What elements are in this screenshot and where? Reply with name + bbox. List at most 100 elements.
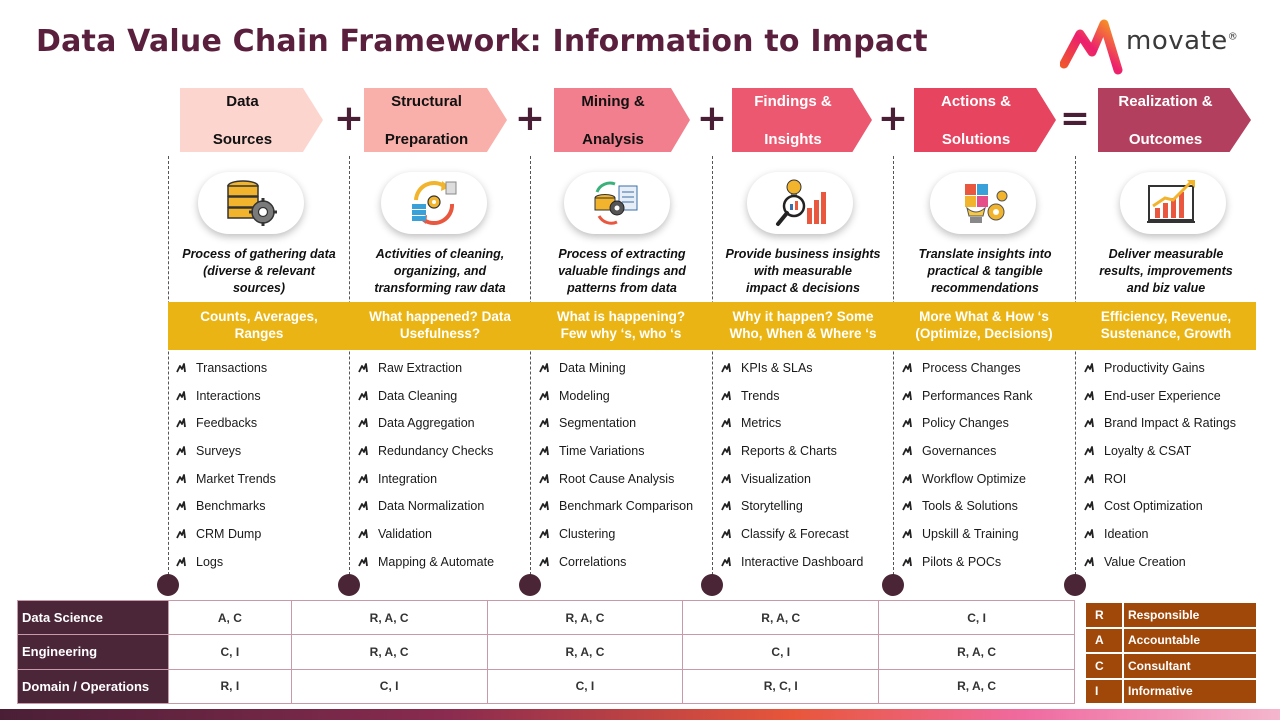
bullet-icon [539,473,549,483]
bullet-icon [539,501,549,511]
list-item-label: Correlations [559,554,627,569]
raci-cell: C, I [290,668,488,705]
list-item: Modeling [539,382,715,410]
raci-cell: R, A, C [290,634,488,670]
timeline-dot [519,574,541,596]
findings-insights-icon-card [747,172,853,234]
legend-code: A [1086,628,1124,652]
bullet-icon [539,418,549,428]
stage-findings-insights-chevron: Findings &Insights [732,88,872,152]
gradient-footer-bar [0,709,1280,720]
list-item-label: End-user Experience [1104,388,1221,403]
list-item: Data Mining [539,354,715,382]
raci-row: Engineering C, I R, A, C R, A, C C, I R,… [17,634,1075,670]
question-band [168,302,1256,350]
data-mining-icon [594,181,638,225]
column-divider [168,156,169,580]
timeline-dot [882,574,904,596]
bullet-icon [176,556,186,567]
list-item-label: Clustering [559,526,616,541]
plus-operator: + [514,98,546,139]
list-item: End-user Experience [1084,382,1260,410]
bullet-icon [1084,529,1094,539]
list-item-label: Market Trends [196,471,276,486]
list-item-label: Ideation [1104,526,1149,541]
insight-chart-icon [776,179,826,226]
raci-cell: R, A, C [486,599,684,636]
raci-cell: R, C, I [682,668,880,705]
list-item: Reports & Charts [721,437,897,465]
list-item: Validation [358,520,534,548]
list-item-label: Storytelling [741,499,803,514]
list-item: Integration [358,465,534,493]
list-item: Cost Optimization [1084,492,1260,520]
bullet-icon [1084,362,1094,373]
list-item: Interactive Dashboard [721,548,897,576]
stage-description: Process of gathering data(diverse & rele… [182,247,336,295]
stage-actions-solutions-chevron: Actions &Solutions [914,88,1056,152]
bullet-icon [1084,390,1094,400]
raci-cell: R, A, C [878,668,1075,705]
raci-cell: R, A, C [290,599,488,636]
list-item-label: Interactive Dashboard [741,554,864,569]
raci-row-label: Engineering [17,634,169,670]
bullet-icon [539,446,549,456]
bullet-icon [176,529,186,539]
column-divider [349,156,350,580]
bullet-icon [1084,446,1094,456]
data-cycle-icon [412,180,457,226]
list-item-label: Workflow Optimize [922,471,1026,486]
stage-question: What is happening?Few why ‘s, who ‘s [556,309,686,341]
list-item-label: Logs [196,554,224,569]
bullet-icon [1084,418,1094,428]
raci-cell: C, I [486,668,684,705]
raci-cell: R, A, C [682,599,880,636]
list-item-label: Policy Changes [922,416,1009,431]
raci-cell: R, I [168,668,292,705]
list-item: Interactions [176,382,352,410]
bullet-icon [358,362,368,373]
list-item: Clustering [539,520,715,548]
data-sources-icon-card [198,172,304,234]
list-item-label: Cost Optimization [1104,499,1203,514]
list-item: Workflow Optimize [902,465,1078,493]
list-item: Productivity Gains [1084,354,1260,382]
bullet-icon [902,390,912,400]
bullet-icon [902,418,912,428]
structural-preparation-icon-card [381,172,487,234]
bullet-icon [358,446,368,456]
list-item-label: Feedbacks [196,416,258,431]
stage-mining-analysis-chevron: Mining &Analysis [554,88,690,152]
bullet-icon [902,362,912,373]
list-item-label: Integration [378,471,438,486]
bullet-icon [358,556,368,567]
page-title: Data Value Chain Framework: Information … [36,24,928,59]
mining-analysis-icon-card [564,172,670,234]
bullet-icon [539,556,549,567]
database-gear-icon [227,180,277,226]
list-item-label: Performances Rank [922,388,1033,403]
list-item: Loyalty & CSAT [1084,437,1260,465]
bullet-icon [358,473,368,483]
list-item: Root Cause Analysis [539,465,715,493]
legend-label: Consultant [1124,654,1256,678]
bullet-icon [721,501,731,511]
timeline-dot [157,574,179,596]
raci-cell: C, I [878,599,1075,636]
legend-code: C [1086,654,1124,678]
list-item-label: Process Changes [922,360,1021,375]
list-item-label: Benchmark Comparison [559,499,694,514]
bullet-icon [902,446,912,456]
list-item-label: Data Aggregation [378,416,475,431]
actions-solutions-icon-card [930,172,1036,234]
